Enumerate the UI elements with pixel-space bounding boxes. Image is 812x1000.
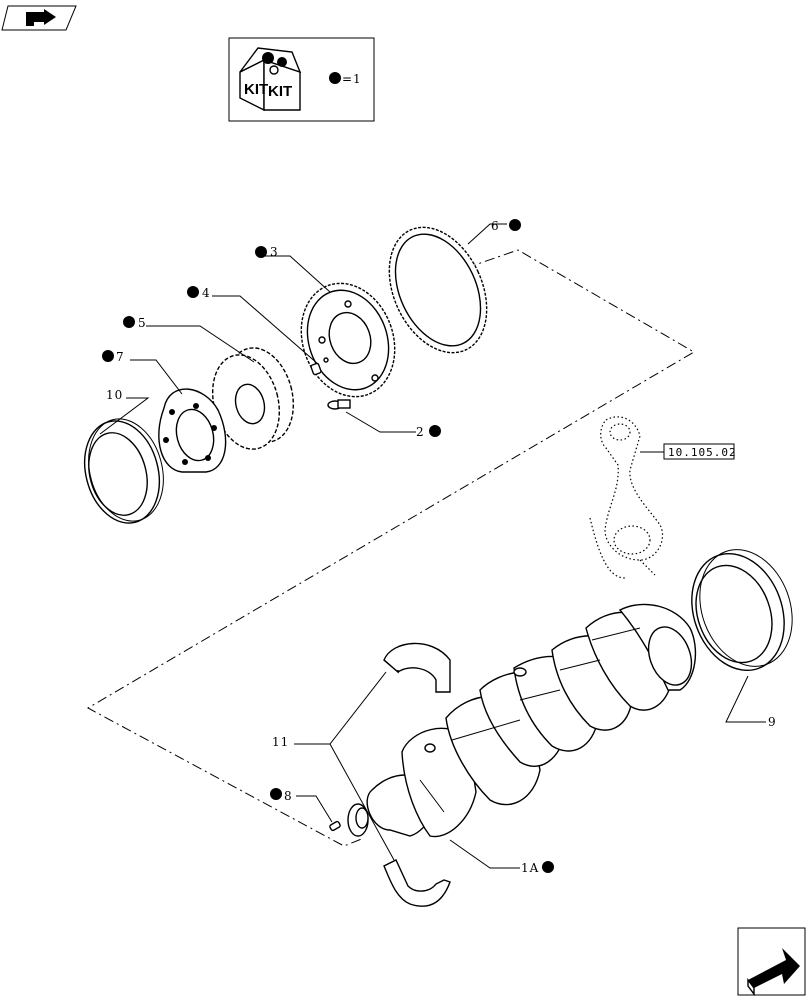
callout-2: 2 — [416, 425, 425, 439]
callout-bullets — [102, 219, 554, 873]
kit-text-left: KIT — [244, 81, 268, 98]
callout-8: 8 — [284, 789, 293, 803]
hub-ring — [158, 388, 227, 473]
callout-11: 11 — [272, 735, 289, 749]
main-bearing-shells — [383, 642, 451, 907]
kit-legend: KIT KIT =1 — [228, 37, 375, 122]
dowel-pin — [310, 362, 322, 376]
crankshaft-gear — [211, 347, 295, 450]
callout-10: 10 — [106, 388, 123, 402]
crank-pin-dowel — [329, 820, 341, 832]
center-axis-line — [86, 249, 695, 847]
callout-4: 4 — [202, 286, 211, 300]
gear-plate — [300, 282, 396, 398]
callout-3: 3 — [270, 245, 279, 259]
callout-5: 5 — [138, 316, 147, 330]
front-seal — [84, 418, 164, 524]
callout-7: 7 — [116, 350, 125, 364]
leader-lines — [99, 223, 766, 869]
kit-bullet-icon — [329, 72, 341, 84]
kit-text-right: KIT — [268, 83, 292, 100]
next-page-arrow-icon[interactable] — [737, 927, 806, 997]
kit-box-icon: KIT KIT — [239, 47, 302, 112]
reference-box-label[interactable]: 10.105.02 — [668, 446, 737, 459]
callout-6: 6 — [491, 219, 500, 233]
navigation-arrow-icon[interactable] — [1, 5, 77, 31]
kit-legend-value: =1 — [342, 72, 362, 86]
crankshaft — [347, 603, 697, 838]
connecting-rod-reference — [589, 416, 664, 579]
reference-link[interactable]: 10.105.02 — [663, 443, 737, 460]
rear-seal — [691, 549, 793, 672]
callout-9: 9 — [768, 715, 777, 729]
screw — [327, 399, 351, 410]
callout-1a: 1A — [521, 861, 539, 875]
ring-gear — [388, 226, 488, 354]
